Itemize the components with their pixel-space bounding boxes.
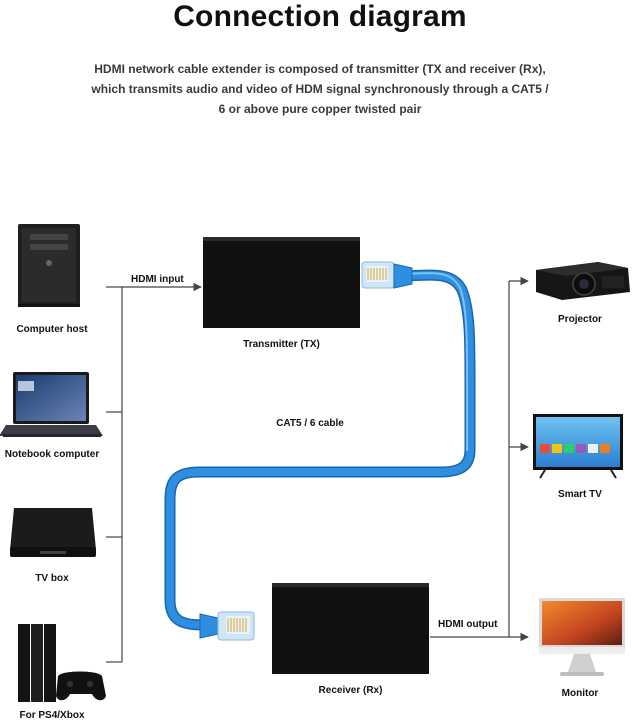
transmitter-device [203,237,360,328]
projector-icon [536,262,630,300]
smart-tv-icon [533,414,623,479]
output-label-monitor: Monitor [561,688,599,699]
source-label-tv-box: TV box [35,573,69,584]
rj45-plug-rx-icon [199,611,255,641]
subtitle-line-1: HDMI network cable extender is composed … [94,62,546,76]
cable-label: CAT5 / 6 cable [276,418,344,429]
receiver-label: Receiver (Rx) [318,685,383,696]
tv-box-icon [10,508,96,557]
output-label-projector: Projector [558,314,602,325]
source-label-computer-host: Computer host [16,324,88,335]
hdmi-output-label: HDMI output [438,619,498,630]
subtitle-line-3: 6 or above pure copper twisted pair [218,102,422,116]
monitor-icon [539,598,625,676]
source-label-console: For PS4/Xbox [19,710,85,721]
cat-cable [164,269,476,631]
output-connector-lines [430,276,529,642]
input-connector-lines [106,282,202,663]
subtitle-line-2: which transmits audio and video of HDM s… [91,82,549,96]
receiver-device [272,583,429,674]
computer-tower-icon [18,224,80,307]
page-title: Connection diagram [173,0,467,33]
hdmi-input-label: HDMI input [131,274,184,285]
transmitter-label: Transmitter (TX) [243,339,320,350]
source-label-notebook: Notebook computer [4,449,100,460]
game-console-icon [18,624,106,702]
laptop-icon [0,372,103,437]
rj45-plug-tx-icon [361,261,413,289]
output-label-smart-tv: Smart TV [558,489,602,500]
